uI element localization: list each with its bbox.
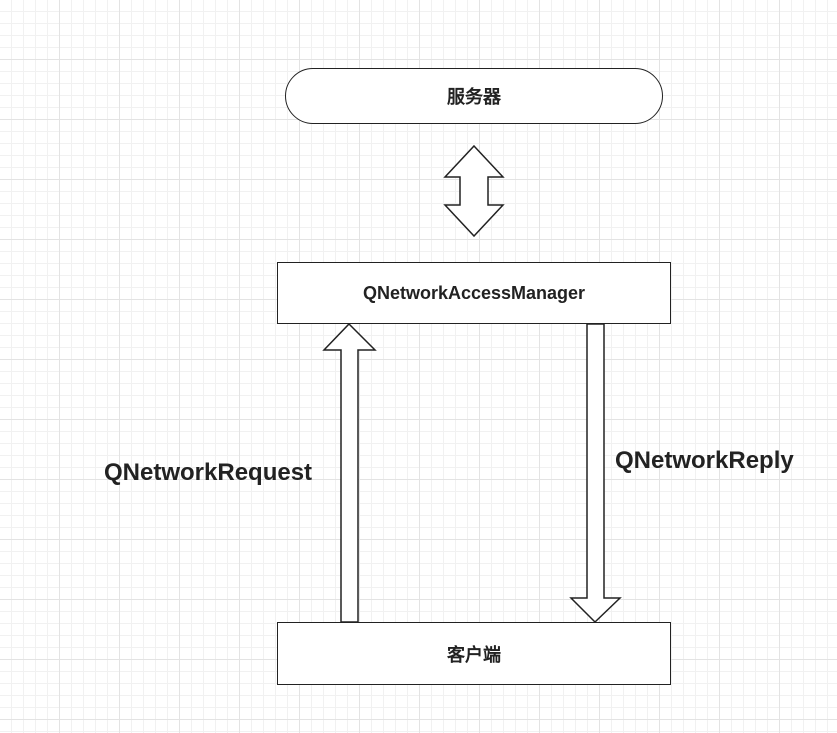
reply-arrow [569, 323, 622, 624]
server-label: 服务器 [447, 87, 501, 108]
bidirectional-arrow [443, 144, 505, 238]
request-edge-label: QNetworkRequest [104, 459, 313, 486]
network-access-manager-label: QNetworkAccessManager [362, 282, 586, 303]
network-access-manager-node: QNetworkAccessManager [277, 262, 671, 324]
client-label: 客户端 [447, 644, 501, 666]
reply-edge-label: QNetworkReply [615, 447, 794, 474]
request-arrow [322, 322, 377, 623]
server-node: 服务器 [285, 68, 663, 124]
client-node: 客户端 [277, 622, 671, 685]
